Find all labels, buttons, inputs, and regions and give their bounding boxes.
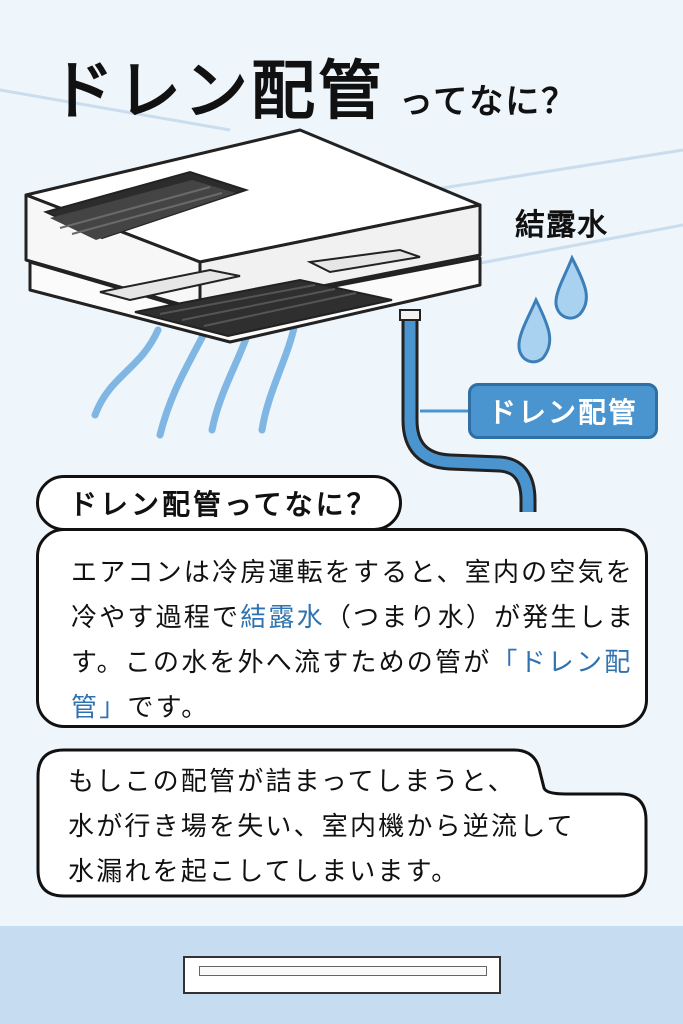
drain-pipe-tag: ドレン配管 <box>468 383 658 439</box>
highlight-term: 管」 <box>71 693 128 723</box>
drain-pipe-icon <box>399 309 537 512</box>
warning-line: もしこの配管が詰まってしまうと、 <box>68 767 516 797</box>
explanation-line: 管」です。 <box>71 693 210 723</box>
warning-box-border <box>36 748 648 898</box>
page-title: ドレン配管ってなに？ <box>50 40 650 132</box>
footer <box>0 926 683 1024</box>
warning-line: 水が行き場を失い、室内機から逆流して <box>68 812 575 842</box>
question-text: ドレン配管ってなに？ <box>69 488 378 521</box>
ceiling-ac-unit-icon <box>24 128 482 344</box>
warning-line: 水漏れを起こしてしまいます。 <box>68 857 460 887</box>
ac-illustration <box>24 128 588 512</box>
explanation-box: エアコンは冷房運転をすると、室内の空気を 冷やす過程で結露水（つまり水）が発生し… <box>36 528 648 728</box>
warning-box: もしこの配管が詰まってしまうと、 水が行き場を失い、室内機から逆流して 水漏れを… <box>36 748 648 898</box>
title-sub: ってなに？ <box>399 82 578 122</box>
highlight-term: 「ドレン配 <box>491 648 633 678</box>
explanation-line: 冷やす過程で結露水（つまり水）が発生しま <box>71 603 636 633</box>
footer-bar-inner <box>199 966 487 976</box>
question-bubble: ドレン配管ってなに？ <box>36 475 402 531</box>
condensation-label: 結露水 <box>515 208 608 243</box>
airflow-icon <box>91 314 300 439</box>
footer-bar <box>183 956 501 994</box>
highlight-term: 結露水 <box>240 603 325 633</box>
explanation-line: す。この水を外へ流すための管が「ドレン配 <box>71 648 633 678</box>
explanation-line: エアコンは冷房運転をすると、室内の空気を <box>71 558 634 588</box>
water-drop-icon <box>517 254 588 364</box>
title-main: ドレン配管 <box>50 55 385 129</box>
